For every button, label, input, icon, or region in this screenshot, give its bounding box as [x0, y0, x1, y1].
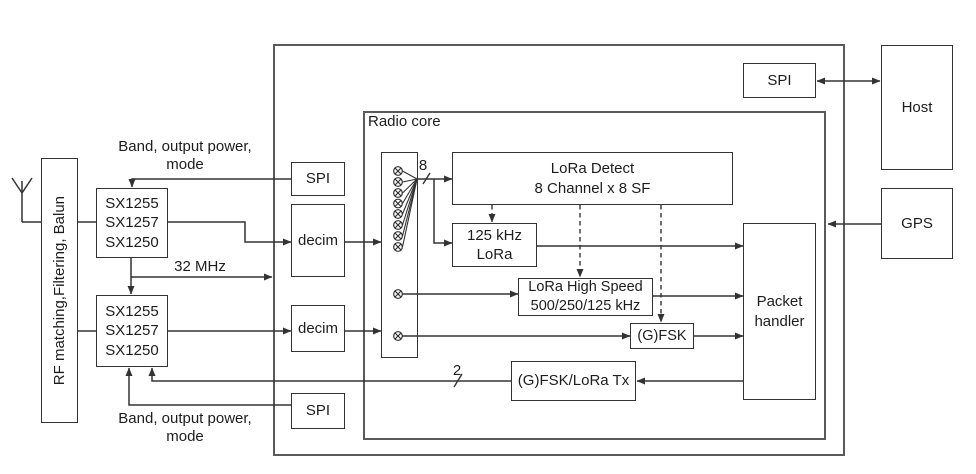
radio-core-box: [363, 111, 826, 440]
sx-bottom-line1: SX1255: [105, 303, 159, 321]
host-label: Host: [901, 98, 933, 116]
packet-handler-line2: handler: [754, 312, 805, 330]
lora-125-line2: LoRa: [476, 246, 513, 263]
label-band-bottom-line1: Band, output power,: [118, 410, 252, 427]
block-decim-bottom: decim: [291, 305, 345, 352]
block-lora-125: 125 kHz LoRa: [452, 223, 537, 267]
decim-top-label: decim: [297, 231, 338, 249]
decim-bottom-label: decim: [297, 319, 338, 337]
label-band-top: Band, output power, mode: [110, 138, 260, 174]
block-mixer-bank: [381, 152, 418, 358]
tx-label: (G)FSK/LoRa Tx: [517, 372, 630, 390]
sx-bottom-line3: SX1250: [105, 341, 159, 359]
block-spi-mid: SPI: [291, 162, 345, 196]
lora-detect-line2: 8 Channel x 8 SF: [534, 179, 651, 197]
block-lora-high-speed: LoRa High Speed 500/250/125 kHz: [518, 278, 653, 316]
label-band-bottom: Band, output power, mode: [110, 410, 260, 446]
sx-top-line1: SX1255: [105, 195, 159, 213]
block-spi-host: SPI: [743, 63, 816, 98]
block-packet-handler: Packet handler: [743, 223, 816, 400]
block-lora-detect: LoRa Detect 8 Channel x 8 SF: [452, 152, 733, 205]
block-gps: GPS: [881, 188, 953, 259]
block-rf-frontend: RF matching,Filtering, Balun: [41, 158, 78, 423]
label-band-top-line1: Band, output power,: [118, 138, 252, 155]
label-bus-width-2: 2: [452, 362, 462, 379]
chip-frame-box: [273, 44, 845, 456]
rf-frontend-label: RF matching,Filtering, Balun: [50, 195, 68, 386]
lora-hs-line2: 500/250/125 kHz: [530, 298, 641, 314]
label-clock-32mhz: 32 MHz: [174, 258, 226, 275]
sx-top-line2: SX1257: [105, 214, 159, 232]
label-band-bottom-line2: mode: [166, 428, 204, 445]
block-gfsk: (G)FSK: [630, 323, 694, 349]
lora-detect-line1: LoRa Detect: [550, 160, 635, 178]
antenna-icon: [11, 177, 41, 223]
spi-bottom-label: SPI: [305, 402, 331, 420]
sx-bottom-line2: SX1257: [105, 322, 159, 340]
block-tx: (G)FSK/LoRa Tx: [511, 361, 636, 401]
block-sx-bottom: SX1255 SX1257 SX1250: [96, 295, 168, 367]
gfsk-label: (G)FSK: [637, 327, 687, 344]
label-bus-width-8: 8: [418, 157, 428, 174]
block-spi-bottom: SPI: [291, 393, 345, 429]
block-decim-top: decim: [291, 204, 345, 277]
packet-handler-line1: Packet: [756, 293, 803, 311]
block-sx-top: SX1255 SX1257 SX1250: [96, 188, 168, 258]
gps-label: GPS: [901, 214, 933, 232]
block-host: Host: [881, 45, 953, 170]
spi-mid-label: SPI: [305, 170, 331, 188]
spi-host-label: SPI: [767, 71, 792, 89]
lora-125-line1: 125 kHz: [466, 226, 523, 244]
rf-to-radio-lines: [78, 221, 96, 332]
label-band-top-line2: mode: [166, 156, 204, 173]
lora-hs-line1: LoRa High Speed: [528, 279, 643, 296]
radio-core-label: Radio core: [368, 113, 441, 130]
sx-top-line3: SX1250: [105, 233, 159, 251]
